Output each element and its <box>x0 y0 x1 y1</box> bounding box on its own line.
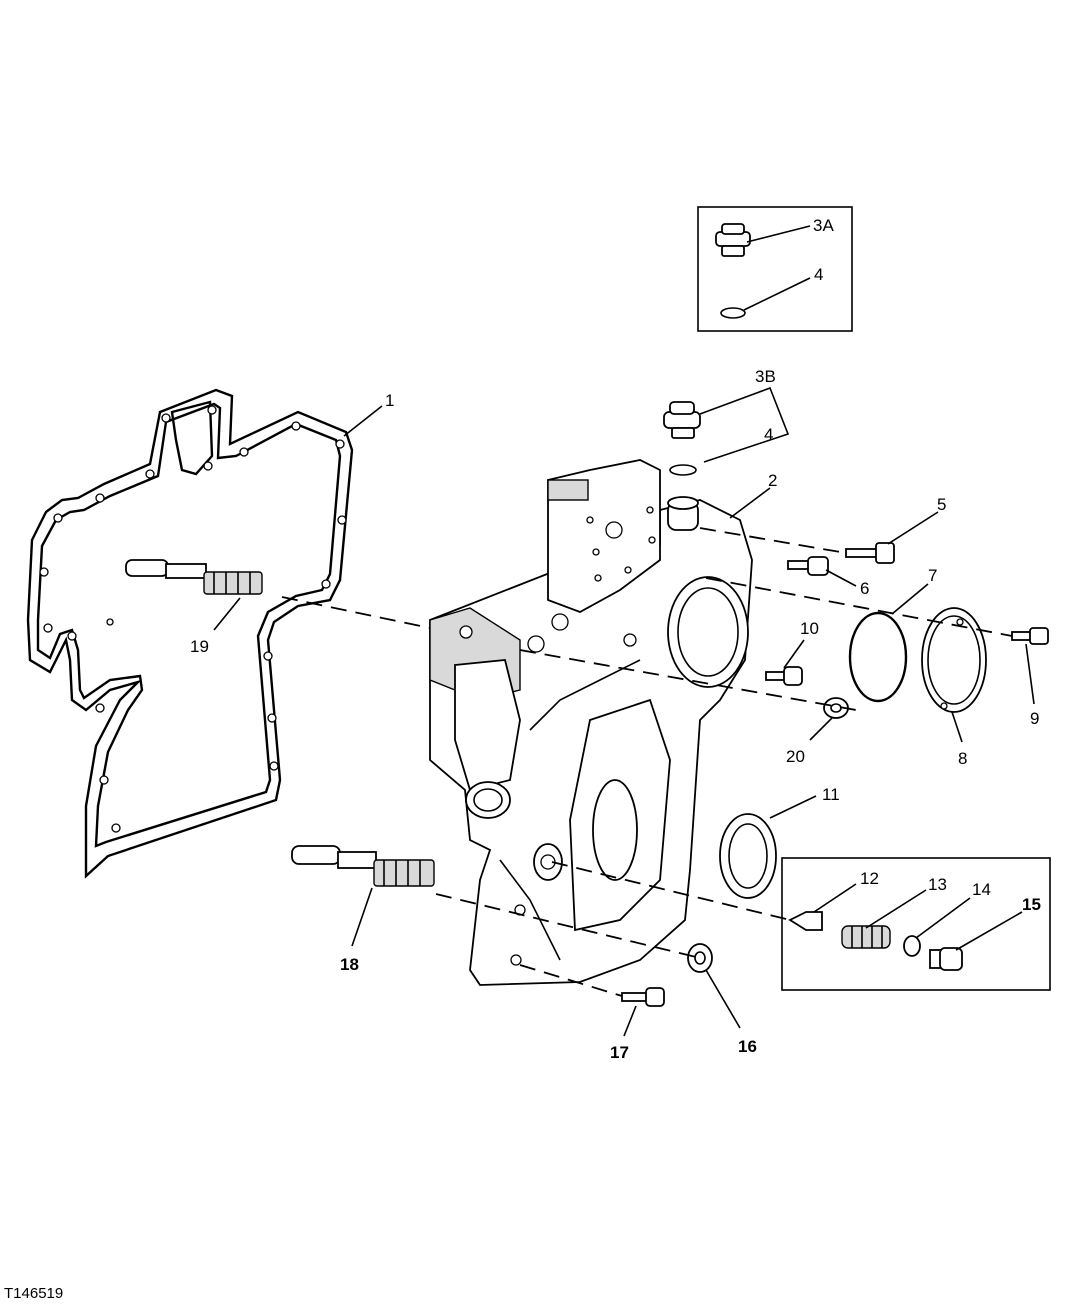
callout-6: 6 <box>860 579 869 598</box>
part-16-nut <box>687 943 713 973</box>
callout-20: 20 <box>786 747 805 766</box>
part-6-cap-screw <box>787 556 829 576</box>
part-2-front-cover <box>429 459 753 986</box>
alignment-lines <box>281 527 1013 997</box>
part-3a-cap <box>715 223 751 257</box>
callout-5: 5 <box>937 495 946 514</box>
part-10-cap-screw <box>765 666 803 686</box>
part-8-cover-plate <box>921 607 987 713</box>
part-9-cap-screw <box>1011 627 1049 645</box>
part-14-washer <box>903 935 921 957</box>
callout-9: 9 <box>1030 709 1039 728</box>
callout-labels: 3A 4 3B 4 1 2 5 6 7 8 9 10 11 12 13 14 1… <box>190 216 1041 1062</box>
figure-id: T146519 <box>4 1285 63 1302</box>
callout-18: 18 <box>340 955 359 974</box>
part-4-oring-b <box>669 464 697 476</box>
callout-14: 14 <box>972 880 991 899</box>
part-12-valve <box>788 911 823 931</box>
callout-15: 15 <box>1022 895 1041 914</box>
part-1-gasket <box>26 388 354 879</box>
callout-8: 8 <box>958 749 967 768</box>
callout-13: 13 <box>928 875 947 894</box>
part-17-cap-screw <box>621 987 665 1007</box>
part-19-shaft <box>125 559 263 595</box>
callout-4-inset: 4 <box>814 265 823 284</box>
part-15-plug <box>929 947 963 971</box>
callout-16: 16 <box>738 1037 757 1056</box>
inset-box-valve <box>781 857 1051 991</box>
part-4-oring <box>720 307 746 319</box>
part-7-gasket <box>848 611 908 703</box>
callout-19: 19 <box>190 637 209 656</box>
callout-4: 4 <box>764 425 773 444</box>
callout-17: 17 <box>610 1043 629 1062</box>
part-13-spring <box>841 925 891 949</box>
callout-12: 12 <box>860 869 879 888</box>
leader-lines <box>343 405 1035 1037</box>
callout-2: 2 <box>768 471 777 490</box>
callout-7: 7 <box>928 566 937 585</box>
inset-box-top <box>697 206 853 332</box>
callout-3b: 3B <box>755 367 776 386</box>
callout-11: 11 <box>822 785 840 804</box>
part-3b-cap <box>663 401 701 439</box>
callout-10: 10 <box>800 619 819 638</box>
callout-3a: 3A <box>813 216 834 235</box>
callout-1: 1 <box>385 391 394 410</box>
part-18-shaft <box>291 845 435 887</box>
part-11-oil-seal <box>719 813 777 899</box>
part-5-cap-screw <box>845 542 895 564</box>
